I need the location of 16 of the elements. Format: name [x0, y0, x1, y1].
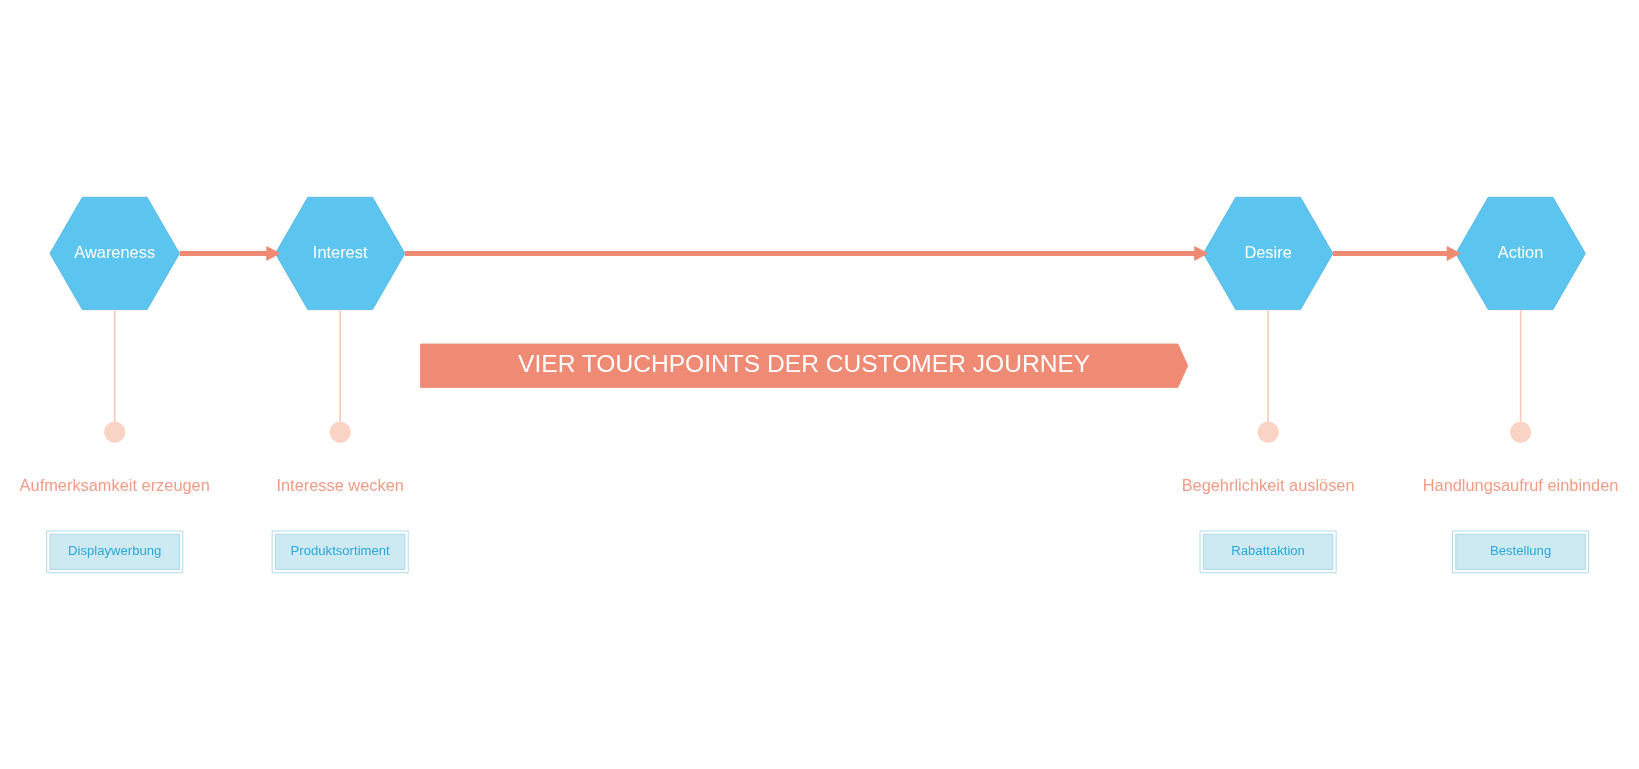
arrow — [404, 245, 1209, 261]
connector — [113, 308, 116, 423]
node-label: Aufmerksamkeit erzeugen — [19, 475, 210, 494]
node-circle — [1257, 420, 1279, 443]
arrow — [179, 245, 281, 261]
node-label: Handlungsaufruf einbinden — [1422, 475, 1619, 494]
arrow — [1332, 245, 1461, 261]
node-circle — [104, 420, 126, 443]
node-circle — [329, 420, 351, 443]
connector — [1519, 308, 1522, 423]
node-label: Begehrlichkeit auslösen — [1181, 475, 1355, 494]
diagram-title: VIER TOUCHPOINTS DER CUSTOMER JOURNEY — [518, 349, 1091, 377]
node-label: Interesse wecken — [276, 475, 404, 494]
node-circle — [1509, 420, 1532, 443]
connector — [339, 308, 341, 423]
connector — [1267, 308, 1269, 423]
